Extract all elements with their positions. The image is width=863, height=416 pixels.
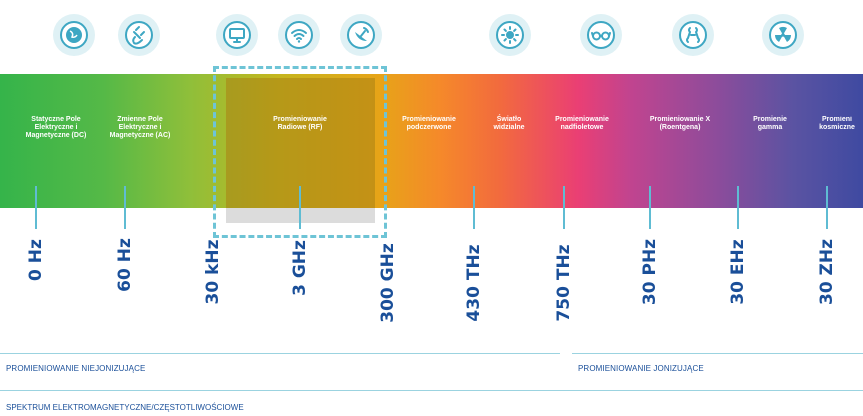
label-ultraviolet: Promieniowanie nadfioletowe — [555, 116, 609, 131]
tick — [649, 186, 651, 229]
tick — [35, 186, 37, 229]
ionizing-line — [572, 353, 863, 354]
rf-dashed-frame — [213, 66, 387, 238]
spectrum-gradient — [0, 74, 863, 208]
plug-icon — [118, 14, 160, 56]
tick — [124, 186, 126, 229]
label-dc: Statyczne Pole Elektryczne i Magnetyczne… — [25, 116, 87, 139]
label-gamma: Promienie gamma — [753, 116, 787, 131]
non-ionizing-line — [0, 353, 560, 354]
tick — [299, 186, 301, 229]
footer-title: SPEKTRUM ELEKTROMAGNETYCZNE/CZĘSTOTLIWOŚ… — [6, 403, 244, 412]
glasses-icon — [580, 14, 622, 56]
radiation-icon — [762, 14, 804, 56]
sun-icon — [489, 14, 531, 56]
icon-row — [0, 0, 863, 70]
bone-icon — [672, 14, 714, 56]
tick — [563, 186, 565, 229]
tick — [826, 186, 828, 229]
label-rf: Promieniowanie Radiowe (RF) — [273, 116, 327, 131]
footer-line — [0, 390, 863, 391]
wifi-icon — [278, 14, 320, 56]
satellite-dish-icon — [340, 14, 382, 56]
label-ac: Zmienne Pole Elektryczne i Magnetyczne (… — [109, 116, 171, 139]
label-cosmic: Promieni kosmiczne — [819, 116, 855, 131]
globe-icon — [53, 14, 95, 56]
monitor-icon — [216, 14, 258, 56]
label-visible: Światło widzialne — [493, 116, 525, 131]
tick — [473, 186, 475, 229]
label-infrared: Promieniowanie podczerwone — [402, 116, 456, 131]
label-xray: Promieniowanie X (Roentgena) — [649, 116, 711, 131]
tick — [737, 186, 739, 229]
non-ionizing-label: PROMIENIOWANIE NIEJONIZUJĄCE — [6, 364, 146, 373]
ionizing-label: PROMIENIOWANIE JONIZUJĄCE — [578, 364, 704, 373]
